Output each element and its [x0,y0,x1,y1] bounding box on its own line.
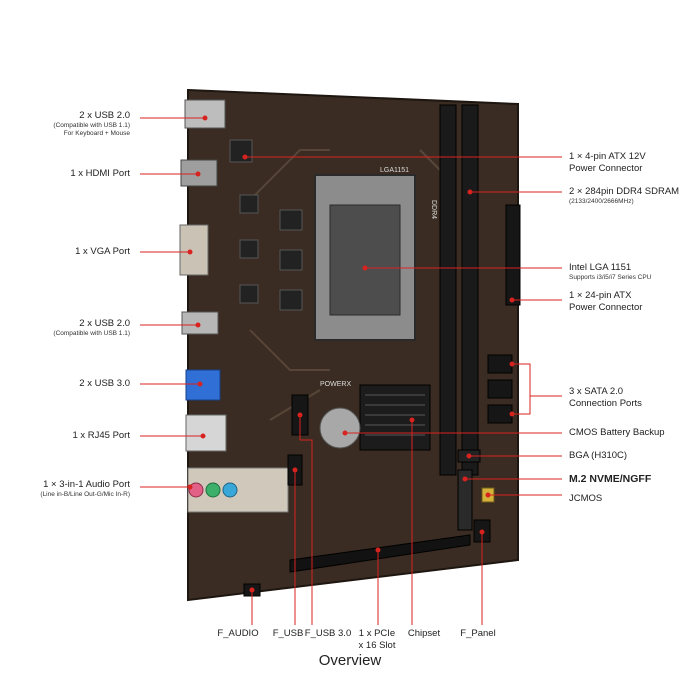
ddr4-slot-2 [461,104,479,476]
rj45-port [185,414,227,452]
brand-label: POWERX [320,381,351,388]
m2-slot [457,469,473,531]
label-title: 1 x VGA Port [75,246,130,257]
label-bga: BGA (H310C) [569,450,627,462]
label-jcmos: JCMOS [569,493,602,505]
label-sata: 3 x SATA 2.0 Connection Ports [569,386,642,410]
label-title: F_Panel [460,628,496,639]
label-pcie: 1 x PCIe x 16 Slot [354,628,400,652]
label-sub: (Compatible with USB 1.1) [53,122,130,129]
atx-24pin-connector [505,204,521,306]
label-atx24: 1 × 24-pin ATX Power Connector [569,290,642,314]
label-m2: M.2 NVME/NGFF [569,473,651,485]
label-rj45: 1 x RJ45 Port [72,430,130,442]
socket-label: LGA1151 [380,167,409,174]
audio-jack-pink [188,482,204,498]
label-title: Chipset [407,628,441,639]
label-title: Intel LGA 1151 [569,262,632,273]
label-cmos-battery: CMOS Battery Backup [569,427,665,439]
audio-port-block [187,467,289,513]
label-hdmi: 1 x HDMI Port [70,168,130,180]
usb2-keyboard-port [184,99,226,129]
label-vga: 1 x VGA Port [75,246,130,258]
label-sub: (Line in-B/Line Out-G/Mic In-R) [40,491,130,498]
label-sub: (Compatible with USB 1.1) [53,330,130,337]
label-f-audio: F_AUDIO [212,628,264,640]
label-title: M.2 NVME/NGFF [569,473,652,485]
label-usb2: 2 x USB 2.0 (Compatible with USB 1.1) [53,318,130,338]
label-f-usb3: F_USB 3.0 [303,628,353,640]
cmos-battery [319,407,361,449]
label-title: F_AUDIO [217,628,259,639]
label-f-usb: F_USB [270,628,306,640]
label-lga1151: Intel LGA 1151 Supports i3/i5/i7 Series … [569,262,651,282]
label-sub: (2133/2400/2666MHz) [569,198,634,205]
sata-port-2 [487,379,513,399]
label-audio: 1 × 3-in-1 Audio Port (Line in-B/Line Ou… [40,479,130,499]
usb2-port [181,311,219,335]
label-f-panel: F_Panel [456,628,500,640]
label-sub: Supports i3/i5/i7 Series CPU [569,274,652,281]
label-title2: x 16 Slot [358,640,396,651]
label-title: BGA (H310C) [569,450,628,461]
label-title: 1 x RJ45 Port [72,430,130,441]
power-connector-4pin [229,139,253,163]
label-title: 1 x HDMI Port [70,168,130,179]
label-title: 1 × 3-in-1 Audio Port [43,479,130,490]
label-title: 1 × 4-pin ATX 12V [569,151,646,162]
ddr4-slot-1 [439,104,457,476]
label-title: F_USB [272,628,304,639]
sata-port-3 [487,404,513,424]
label-title: 1 × 24-pin ATX [569,290,632,301]
label-title: 2 x USB 2.0 [79,110,130,121]
label-title2: Power Connector [569,163,643,174]
label-ddr4: 2 × 284pin DDR4 SDRAM (2133/2400/2666MHz… [569,186,679,206]
audio-jack-green [205,482,221,498]
sata-port-1 [487,354,513,374]
label-title: 2 × 284pin DDR4 SDRAM [569,186,680,197]
label-atx12v: 1 × 4-pin ATX 12V Power Connector [569,151,646,175]
label-title: CMOS Battery Backup [569,427,665,438]
pcie-x16-slot [289,534,471,573]
label-title2: Power Connector [569,302,643,313]
label-title: 3 x SATA 2.0 [569,386,624,397]
vga-port [179,224,209,276]
cpu-socket-cover [329,204,401,316]
label-title: 2 x USB 3.0 [79,378,130,389]
usb3-port [185,369,221,401]
caption: Overview [318,652,382,669]
audio-jack-blue [222,482,238,498]
label-usb2-keyboard: 2 x USB 2.0 (Compatible with USB 1.1) Fo… [53,110,130,138]
label-usb3: 2 x USB 3.0 [79,378,130,390]
label-title: F_USB 3.0 [304,628,352,639]
label-title: 2 x USB 2.0 [79,318,130,329]
label-chipset: Chipset [402,628,446,640]
label-title: JCMOS [569,493,603,504]
ddr-label: DDR4 [430,200,437,219]
label-sub: For Keyboard + Mouse [63,130,130,137]
label-title2: Connection Ports [569,398,642,409]
label-title: 1 x PCIe [358,628,396,639]
